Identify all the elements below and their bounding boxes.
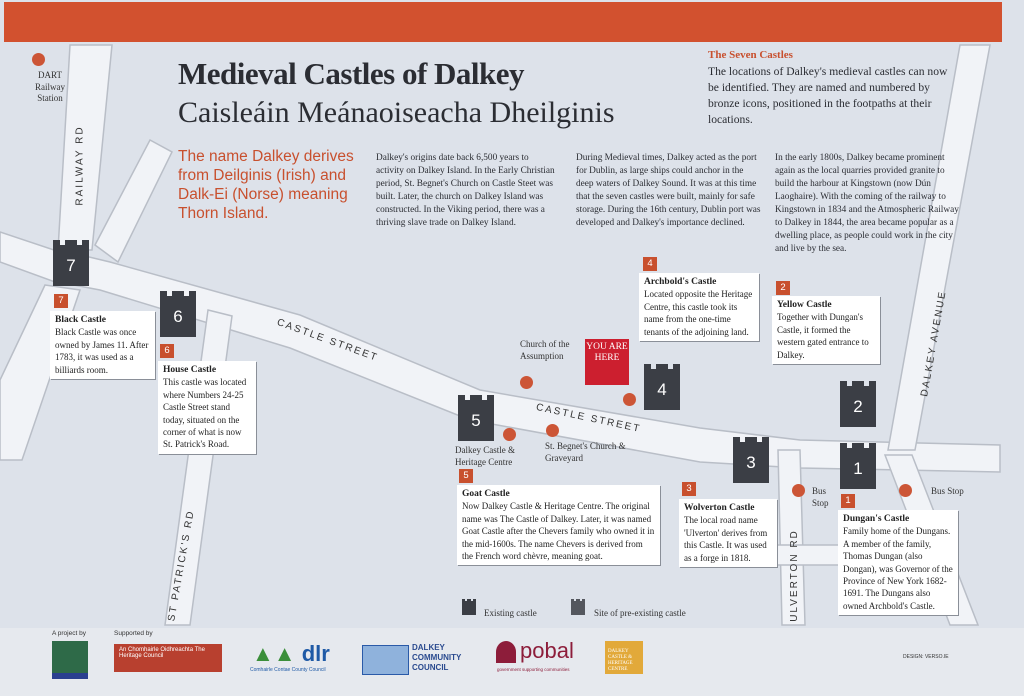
road-bottom: [774, 544, 846, 566]
badge-6: 6: [160, 344, 174, 358]
badge-7: 7: [54, 294, 68, 308]
railway-road: [57, 44, 113, 251]
pobal-logo: pobal: [520, 638, 574, 663]
existing-castle-icon: [462, 599, 476, 615]
dart-station-marker: [32, 53, 45, 66]
history-paragraph-1: Dalkey's origins date back 6,500 years t…: [376, 153, 555, 228]
badge-3: 3: [682, 482, 696, 496]
project-by-label: A project by: [52, 630, 86, 637]
pobal-emblem: [496, 641, 516, 663]
church-assumption-label: Church of the Assumption: [520, 339, 570, 361]
bus-stop-marker-1: [792, 484, 805, 497]
castle-icon-6: 6: [158, 291, 198, 337]
dalkey-avenue: [887, 44, 991, 451]
dalkey-castle-heritage-centre-logo: DALKEY CASTLE & HERITAGE CENTRE: [605, 641, 643, 674]
bus-stop-marker-2: [899, 484, 912, 497]
dalkey-community-council-logo: DALKEY COMMUNITY COUNCIL: [412, 643, 462, 672]
you-are-here-marker: YOU ARE HERE: [585, 339, 629, 385]
seven-castles-text: The locations of Dalkey's medieval castl…: [708, 65, 948, 126]
you-are-here-dot: [623, 393, 636, 406]
castle-icon-7: 7: [51, 240, 91, 286]
ulverton-rd-label: ULVERTON RD: [788, 529, 800, 622]
dlr-logo: ▲▲ dlr: [252, 641, 330, 666]
pre-existing-castle-icon: [571, 599, 585, 615]
heritage-centre-label: Dalkey Castle & Heritage Centre: [455, 445, 515, 467]
top-banner: [4, 2, 1002, 42]
legend-pre-existing: Site of pre-existing castle: [594, 608, 686, 618]
history-paragraph-3: In the early 1800s, Dalkey became promin…: [775, 153, 959, 254]
castle-icon-1: 1: [838, 443, 878, 489]
legend-existing: Existing castle: [484, 608, 537, 618]
dart-station-label: DART Railway Station: [35, 70, 65, 103]
dlr-subtitle: Comhairle Contae County Council: [250, 667, 326, 673]
subtitle: The name Dalkey derives from Deilginis (…: [178, 148, 354, 222]
st-begnets-marker: [546, 424, 559, 437]
castle-icon-2: 2: [838, 381, 878, 427]
supported-by-label: Supported by: [114, 630, 153, 637]
history-paragraph-2: During Medieval times, Dalkey acted as t…: [576, 153, 761, 228]
title-irish: Caisleáin Meánaoiseacha Dheilginis: [178, 96, 615, 129]
church-assumption-marker: [520, 376, 533, 389]
badge-5: 5: [459, 469, 473, 483]
castle-icon-5: 5: [456, 395, 496, 441]
st-begnets-label: St. Begnet's Church & Graveyard: [545, 441, 626, 463]
castle-icon-4: 4: [642, 364, 682, 410]
dalkey-tidy-towns-logo: [52, 641, 88, 679]
badge-4: 4: [643, 257, 657, 271]
pobal-subtitle: government supporting communities: [497, 667, 570, 672]
heritage-centre-marker: [503, 428, 516, 441]
heritage-council-logo: An Chomhairle Oidhreachta The Heritage C…: [114, 644, 222, 672]
castle-icon-3: 3: [731, 437, 771, 483]
seven-castles-heading: The Seven Castles: [708, 49, 793, 61]
bus-stop-label-1: Bus Stop: [812, 486, 829, 508]
title-english: Medieval Castles of Dalkey: [178, 56, 525, 91]
bus-stop-label-2: Bus Stop: [931, 486, 964, 496]
badge-2: 2: [776, 281, 790, 295]
design-credit: DESIGN: VERSO.IE: [903, 654, 949, 660]
railway-rd-label: RAILWAY RD: [74, 125, 86, 206]
road-northeast: [94, 138, 173, 264]
badge-1: 1: [841, 494, 855, 508]
dalkey-community-council-emblem: [362, 645, 409, 675]
